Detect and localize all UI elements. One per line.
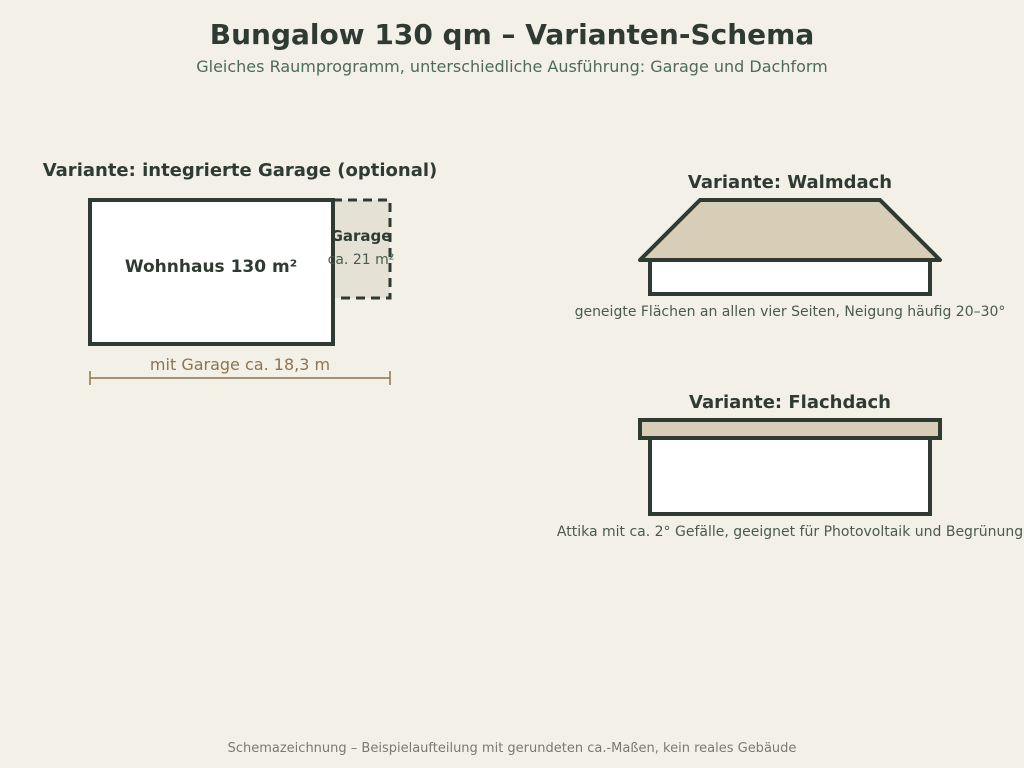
garage-variant: Variante: integrierte Garage (optional) …	[43, 160, 438, 385]
footer-note: Schemazeichnung – Beispielaufteilung mit…	[228, 741, 797, 756]
hip-roof-heading: Variante: Walmdach	[688, 172, 892, 193]
garage-variant-heading: Variante: integrierte Garage (optional)	[43, 160, 438, 181]
house-label: Wohnhaus 130 m²	[125, 257, 297, 277]
page-title: Bungalow 130 qm – Varianten-Schema	[210, 18, 814, 51]
flat-roof-heading: Variante: Flachdach	[689, 392, 891, 413]
flat-roof-house-body	[648, 436, 932, 516]
dimension-line	[89, 371, 391, 385]
dimension-label: mit Garage ca. 18,3 m	[150, 355, 330, 374]
flat-roof-variant: Variante: Flachdach Attika mit ca. 2° Ge…	[557, 392, 1023, 540]
page-subtitle: Gleiches Raumprogramm, unterschiedliche …	[196, 57, 828, 76]
hip-roof-shape	[638, 198, 942, 262]
garage-area-label: ca. 21 m²	[328, 252, 395, 268]
hip-roof-caption: geneigte Flächen an allen vier Seiten, N…	[575, 304, 1006, 320]
garage-box	[331, 198, 392, 300]
garage-label: Garage	[331, 227, 392, 245]
hip-roof-house-body	[648, 258, 932, 296]
hip-roof-variant: Variante: Walmdach geneigte Flächen an a…	[575, 172, 1006, 320]
flat-roof-attika	[638, 418, 942, 440]
flat-roof-caption: Attika mit ca. 2° Gefälle, geeignet für …	[557, 524, 1023, 540]
house-box	[88, 198, 335, 346]
